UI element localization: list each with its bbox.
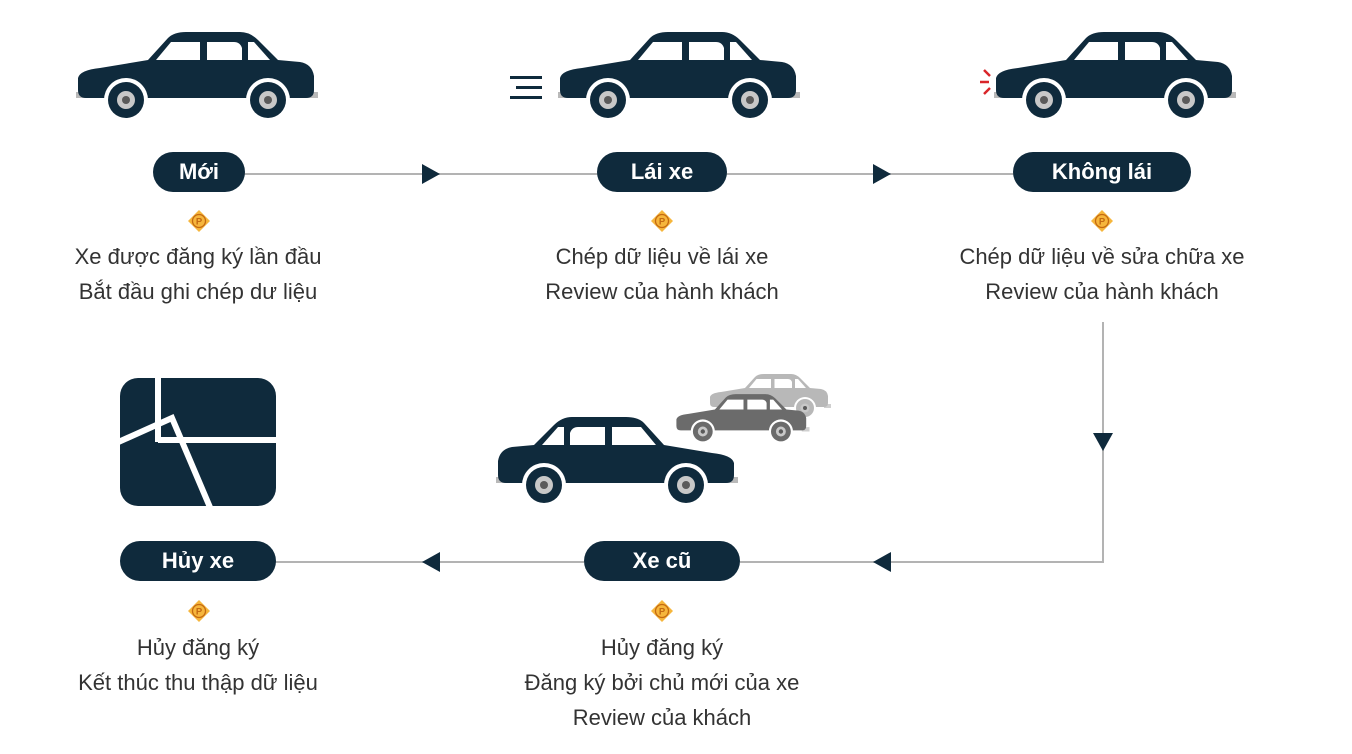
parking-badge-icon: P [188, 600, 210, 622]
description-line: Review của hành khách [985, 279, 1219, 304]
description-line: Bắt đầu ghi chép dư liệu [78, 279, 318, 304]
stage-label-xe-cu: Xe cũ [584, 541, 740, 581]
connector-moi-to-lai-xe [240, 164, 600, 184]
parking-badge-icon: P [1091, 210, 1113, 232]
arrow-down-icon [1093, 433, 1113, 451]
badge-letter: P [1099, 217, 1106, 228]
driving-car-icon [510, 32, 800, 122]
description-line: Đăng ký bởi chủ mới của xe [524, 670, 800, 695]
arrow-left-icon [873, 552, 891, 572]
badge-letter: P [196, 217, 203, 228]
new-car-icon [76, 32, 318, 122]
stage-label-moi: Mới [153, 152, 245, 192]
stage-description-huy-xe: Hủy đăng ký Kết thúc thu thập dữ liệu [48, 630, 348, 700]
parked-car-icon [980, 32, 1236, 122]
arrow-right-icon [873, 164, 891, 184]
stage-description-khong-lai: Chép dữ liệu về sửa chữa xe Review của h… [932, 239, 1272, 309]
badge-letter: P [659, 607, 666, 618]
parking-badge-icon: P [188, 210, 210, 232]
description-line: Xe được đăng ký lần đầu [74, 244, 322, 269]
arrow-right-icon [422, 164, 440, 184]
connector-lai-xe-to-khong-lai [722, 164, 1018, 184]
description-line: Review của khách [572, 705, 752, 730]
description-line: Chép dữ liệu về sửa chữa xe [959, 244, 1245, 269]
description-line: Review của hành khách [545, 279, 779, 304]
stage-label-huy-xe: Hủy xe [120, 541, 276, 581]
badge-letter: P [659, 217, 666, 228]
description-line: Chép dữ liệu về lái xe [555, 244, 769, 269]
badge-letter: P [196, 607, 203, 618]
arrow-left-icon [422, 552, 440, 572]
description-line: Kết thúc thu thập dữ liệu [78, 670, 318, 695]
stage-description-lai-xe: Chép dữ liệu về lái xe Review của hành k… [512, 239, 812, 309]
stage-description-moi: Xe được đăng ký lần đầu Bắt đầu ghi chép… [48, 239, 348, 309]
description-line: Hủy đăng ký [600, 635, 724, 660]
connector-xe-cu-to-huy-xe [275, 552, 584, 572]
parking-badge-icon: P [651, 600, 673, 622]
connector-khong-lai-to-xe-cu [740, 322, 1113, 572]
stage-label-khong-lai: Không lái [1013, 152, 1191, 192]
scrapped-car-icon [112, 372, 282, 514]
stage-label-lai-xe: Lái xe [597, 152, 727, 192]
parking-badge-icon: P [651, 210, 673, 232]
stage-description-xe-cu: Hủy đăng ký Đăng ký bởi chủ mới của xe R… [492, 630, 832, 735]
description-line: Hủy đăng ký [136, 635, 260, 660]
used-cars-icon [496, 374, 831, 507]
